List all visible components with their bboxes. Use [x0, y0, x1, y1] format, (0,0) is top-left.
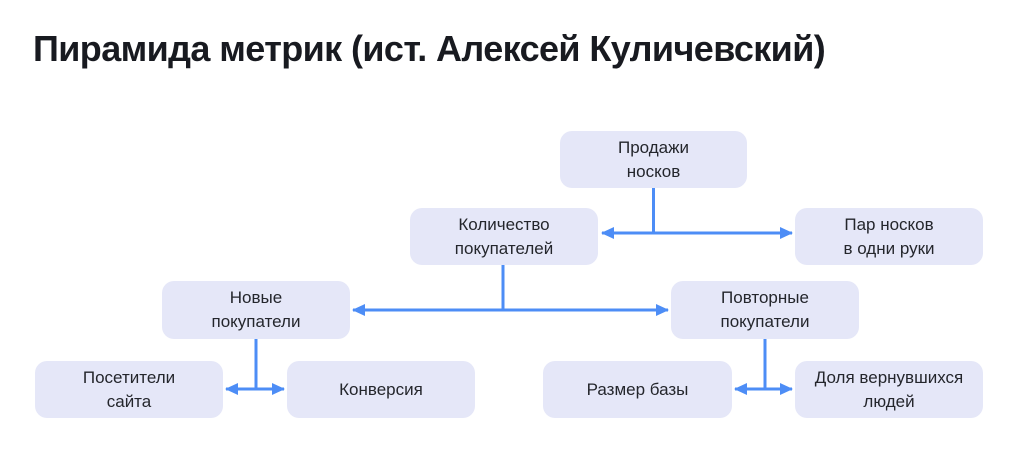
node-site-visitors: Посетители сайта [35, 361, 223, 418]
node-repeat-buyers: Повторные покупатели [671, 281, 859, 339]
page-title: Пирамида метрик (ист. Алексей Куличевски… [33, 28, 826, 69]
node-conversion: Конверсия [287, 361, 475, 418]
node-base-size: Размер базы [543, 361, 732, 418]
arrow-repeatbuyers-to-level4 [734, 339, 793, 395]
node-sales: Продажи носков [560, 131, 747, 188]
node-new-buyers: Новые покупатели [162, 281, 350, 339]
arrow-newbuyers-to-level4 [225, 339, 285, 395]
node-returning-share: Доля вернувшихся людей [795, 361, 983, 418]
node-pairs-per-hand: Пар носков в одни руки [795, 208, 983, 265]
arrow-buyers-to-level3 [352, 265, 669, 316]
arrow-sales-to-level2 [601, 187, 793, 239]
node-buyers-count: Количество покупателей [410, 208, 598, 265]
